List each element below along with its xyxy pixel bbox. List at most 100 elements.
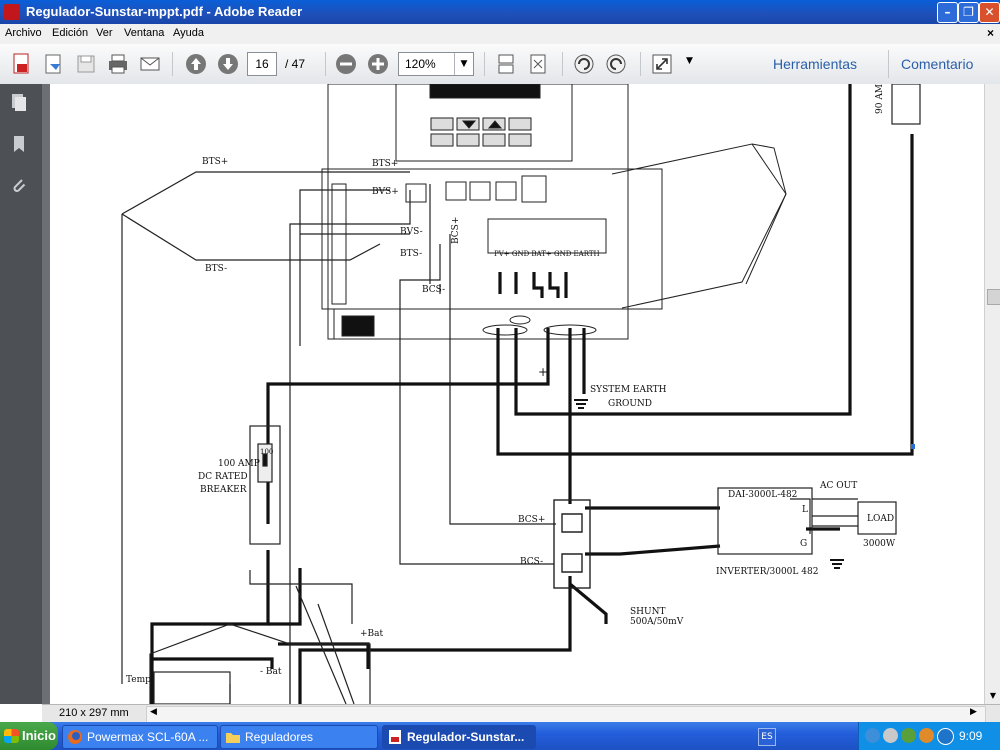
language-indicator[interactable]: ES xyxy=(758,728,776,746)
start-label: Inicio xyxy=(22,728,56,743)
taskbar: Inicio Powermax SCL-60A ... Reguladores … xyxy=(0,722,1000,750)
zoom-in-icon[interactable] xyxy=(366,52,390,76)
volume-icon[interactable] xyxy=(919,728,934,743)
more-tools-icon[interactable]: ▼ xyxy=(686,56,693,66)
zoom-select[interactable]: 120% ▼ xyxy=(398,52,474,76)
task-label: Reguladores xyxy=(245,730,314,744)
minimize-button[interactable]: – xyxy=(937,2,958,23)
ac-out-label: AC OUT xyxy=(819,481,857,491)
bat-plus-label: +Bat xyxy=(360,629,384,639)
shunt-rating-label: 500A/50mV xyxy=(630,617,684,627)
task-label: Powermax SCL-60A ... xyxy=(87,730,209,744)
task-folder[interactable]: Reguladores xyxy=(220,725,378,749)
antivirus-icon[interactable] xyxy=(883,728,898,743)
shunt-label: SHUNT xyxy=(630,607,665,617)
navigation-panel xyxy=(0,84,42,704)
bts-plus-label-2: BTS+ xyxy=(372,159,398,169)
breaker-value: 100 xyxy=(260,448,273,456)
folder-icon xyxy=(226,733,240,743)
task-adobe-reader[interactable]: Regulador-Sunstar... xyxy=(382,725,536,749)
breaker-label-2: DC RATED xyxy=(198,472,248,482)
bts-minus-label: BTS- xyxy=(205,264,227,274)
page-thumbnails-icon[interactable] xyxy=(9,92,29,112)
inverter-label: INVERTER/3000L 482 xyxy=(716,567,818,577)
page-size: 210 x 297 mm xyxy=(59,707,129,719)
system-earth-label: SYSTEM EARTH xyxy=(590,385,667,395)
comment-link[interactable]: Comentario xyxy=(901,56,974,72)
horizontal-scrollbar[interactable] xyxy=(146,706,986,723)
inverter-box xyxy=(717,487,813,555)
window-title: Regulador-Sunstar-mppt.pdf - Adobe Reade… xyxy=(26,4,303,19)
bat-minus-label: - Bat xyxy=(260,667,282,677)
attachments-icon[interactable] xyxy=(9,176,29,196)
previous-page-icon[interactable] xyxy=(184,52,208,76)
line-label: L xyxy=(802,505,808,515)
page-number-input[interactable]: 16 xyxy=(247,52,277,76)
load-watts-label: 3000W xyxy=(863,539,896,549)
system-tray: 9:09 xyxy=(858,722,1000,750)
bookmarks-icon[interactable] xyxy=(9,134,29,154)
toolbar-separator xyxy=(172,52,173,76)
bcs-plus-vertical-label: BCS+ xyxy=(451,217,461,244)
scrolling-mode-icon[interactable] xyxy=(494,52,518,76)
shunt-block xyxy=(553,499,591,589)
breaker-label-3: BREAKER xyxy=(200,485,247,495)
network-icon[interactable] xyxy=(865,728,880,743)
bcs-minus-label-2: BCS- xyxy=(520,557,543,567)
bcs-minus-label: BCS- xyxy=(422,285,445,295)
update-icon[interactable] xyxy=(901,728,916,743)
next-page-icon[interactable] xyxy=(216,52,240,76)
firefox-icon xyxy=(68,730,82,744)
bts-plus-label: BTS+ xyxy=(202,157,228,167)
zoom-out-icon[interactable] xyxy=(334,52,358,76)
panel-splitter[interactable] xyxy=(42,84,50,704)
browser-icon[interactable] xyxy=(937,728,954,745)
toolbar: 16 / 47 120% ▼ ▼ Herramientas Comentario xyxy=(0,44,1000,85)
save-icon[interactable] xyxy=(74,52,98,76)
fit-page-icon[interactable] xyxy=(526,52,550,76)
menu-ver[interactable]: Ver xyxy=(96,27,113,39)
ground-g-label: G xyxy=(800,539,807,549)
toolbar-separator xyxy=(562,52,563,76)
scroll-right-icon[interactable]: ▶ xyxy=(970,707,977,717)
terminal-labels: PV+ GND BAT+ GND EARTH xyxy=(494,250,600,258)
document-view[interactable]: BTS+ BTS- BTS+ BVS+ BVS- BTS- BCS- BCS+ … xyxy=(50,84,984,704)
tools-link[interactable]: Herramientas xyxy=(773,56,858,72)
create-pdf-icon[interactable] xyxy=(10,52,34,76)
menu-edicion[interactable]: Edición xyxy=(52,27,89,39)
vertical-scrollbar[interactable]: ▼ xyxy=(984,84,1000,704)
vertical-scroll-thumb[interactable] xyxy=(987,289,1000,305)
bvs-minus-label: BVS- xyxy=(400,227,423,237)
menu-archivo[interactable]: Archivo xyxy=(5,27,42,39)
page-count: / 47 xyxy=(285,57,306,71)
adobe-reader-icon xyxy=(4,4,20,20)
menu-bar: Archivo Edición Ver Ventana Ayuda × xyxy=(0,24,1000,44)
menu-ventana[interactable]: Ventana xyxy=(124,27,165,39)
print-icon[interactable] xyxy=(106,52,130,76)
task-firefox[interactable]: Powermax SCL-60A ... xyxy=(62,725,218,749)
restore-button[interactable]: ❐ xyxy=(958,2,979,23)
open-file-icon[interactable] xyxy=(42,52,66,76)
plus-sign-label: + xyxy=(538,365,548,379)
chevron-down-icon[interactable]: ▼ xyxy=(454,53,473,75)
zoom-value: 120% xyxy=(405,57,436,71)
wiring-diagram: BTS+ BTS- BTS+ BVS+ BVS- BTS- BCS- BCS+ … xyxy=(121,84,921,704)
load-label: LOAD xyxy=(867,514,894,524)
full-screen-icon[interactable] xyxy=(650,52,674,76)
pdf-icon xyxy=(389,730,401,744)
scroll-left-icon[interactable]: ◀ xyxy=(150,707,157,717)
menu-ayuda[interactable]: Ayuda xyxy=(173,27,204,39)
start-button[interactable]: Inicio xyxy=(0,722,58,750)
clock: 9:09 xyxy=(959,729,983,743)
bcs-plus-label: BCS+ xyxy=(518,515,545,525)
scroll-down-icon[interactable]: ▼ xyxy=(989,691,997,700)
rotate-left-icon[interactable] xyxy=(572,52,596,76)
toolbar-separator xyxy=(888,50,889,78)
rotate-right-icon[interactable] xyxy=(604,52,628,76)
document-close-icon[interactable]: × xyxy=(986,26,994,40)
email-icon[interactable] xyxy=(138,52,162,76)
toolbar-separator xyxy=(484,52,485,76)
close-button[interactable]: ✕ xyxy=(979,2,1000,23)
bts-minus-label-2: BTS- xyxy=(400,249,422,259)
task-label: Regulador-Sunstar... xyxy=(407,730,525,744)
